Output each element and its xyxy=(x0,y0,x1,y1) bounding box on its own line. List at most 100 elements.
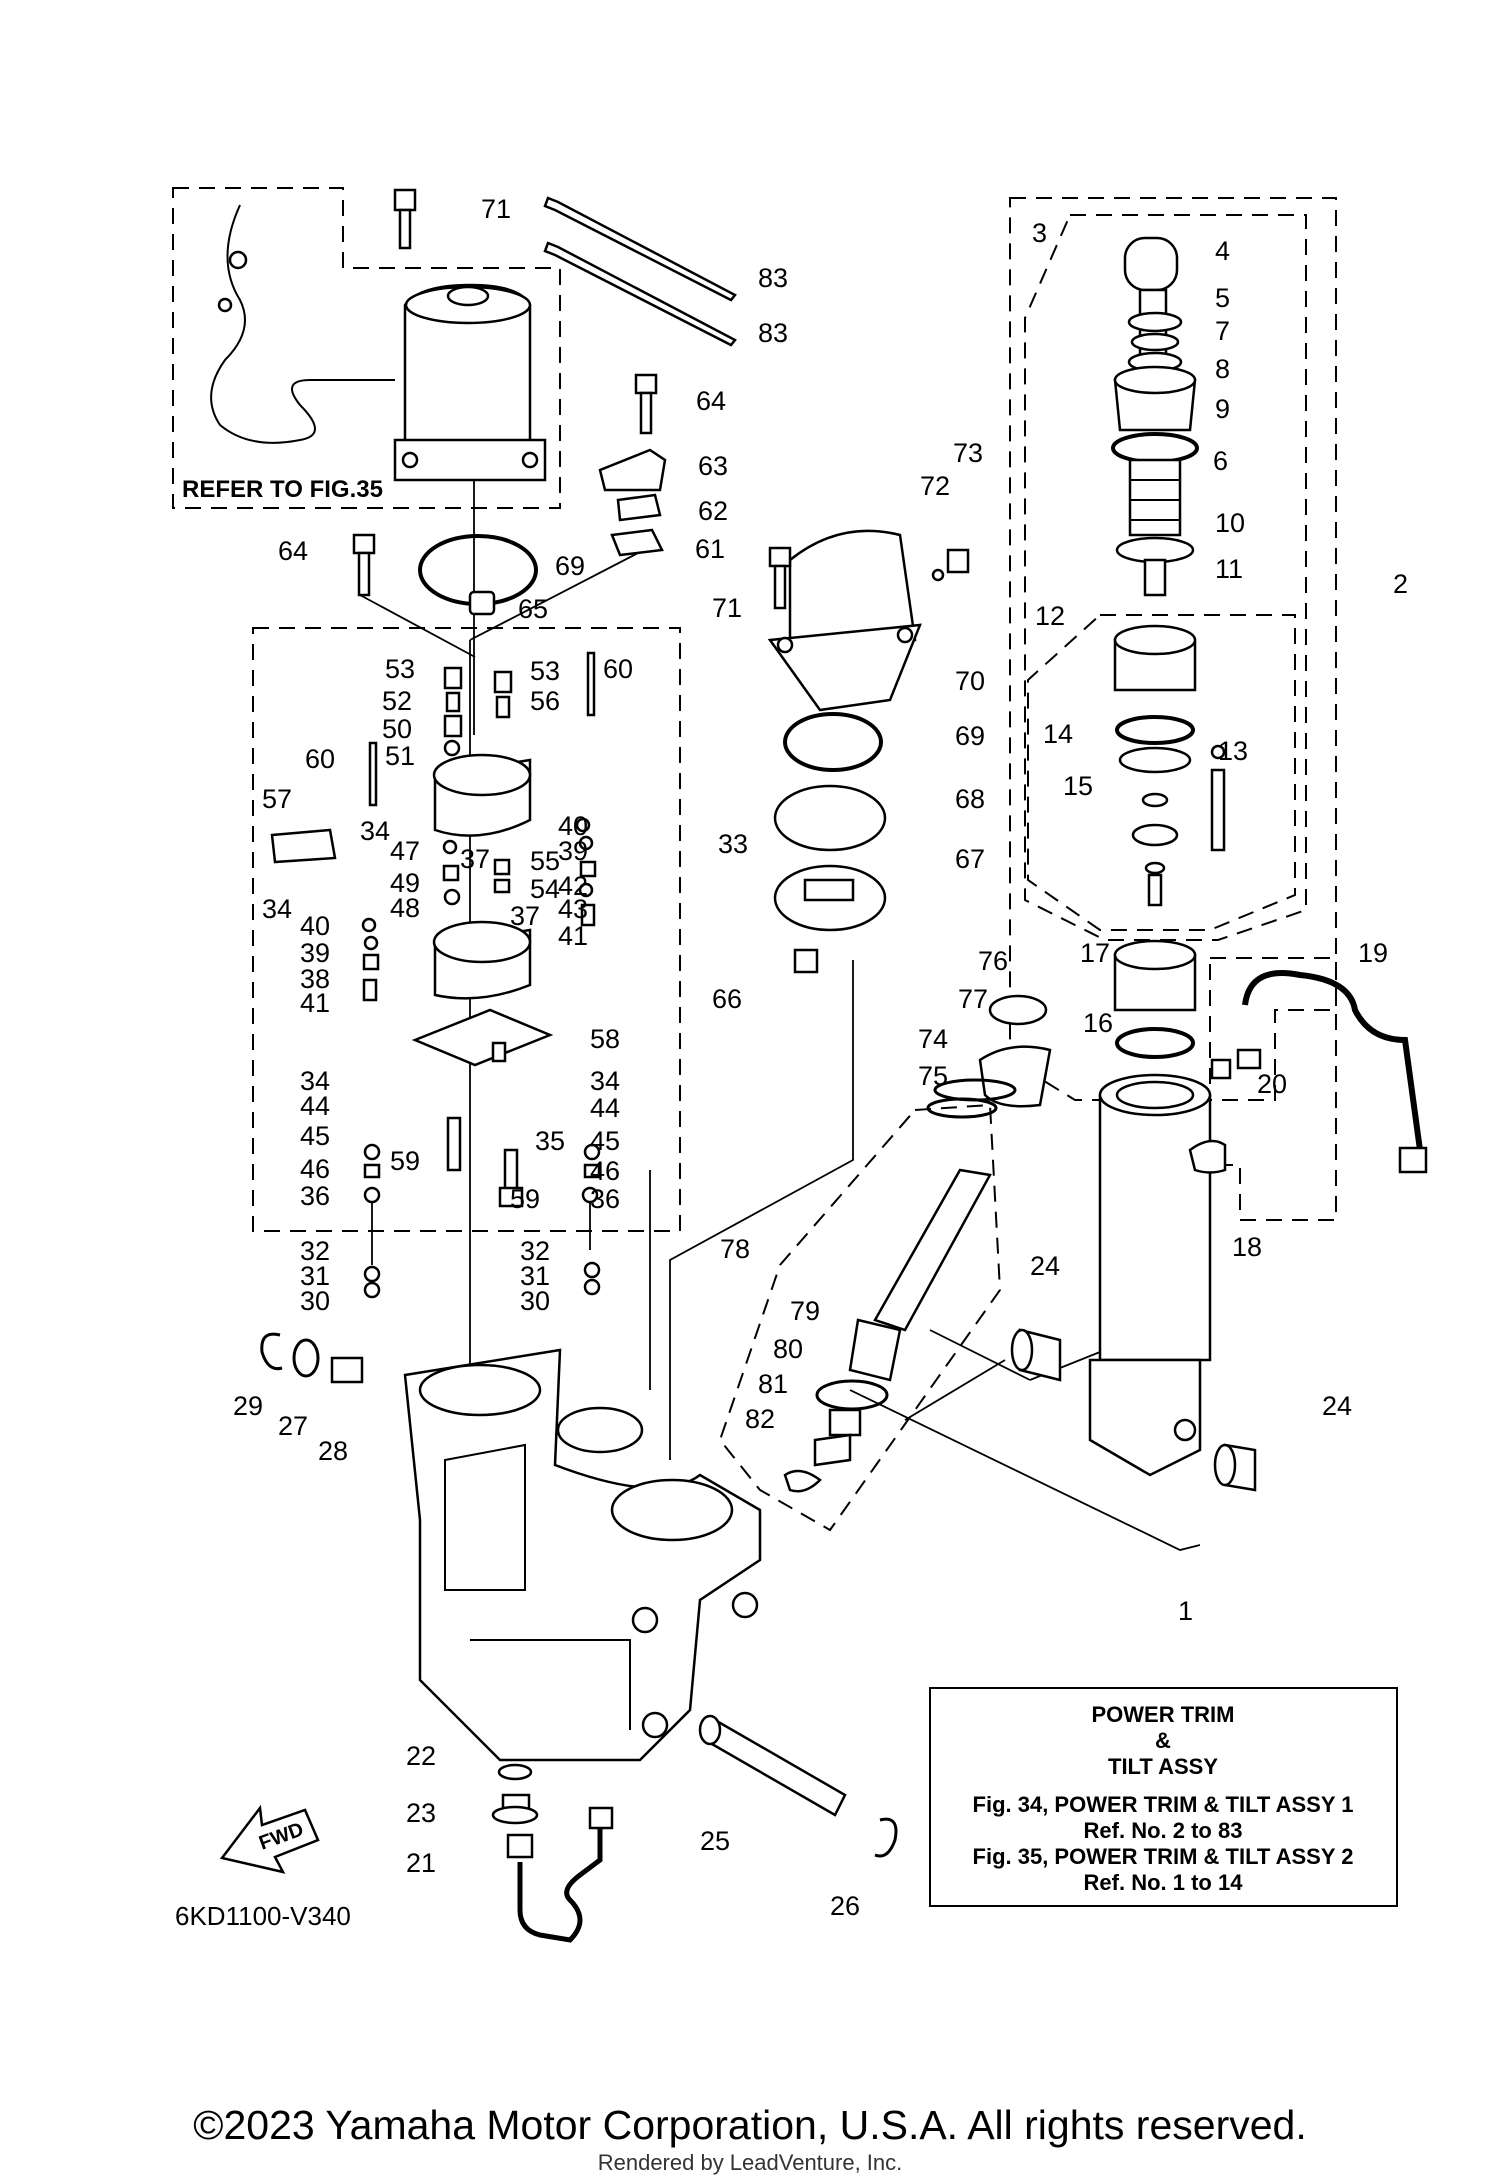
callout-62: 62 xyxy=(698,496,728,526)
o-ring-16 xyxy=(1115,1027,1195,1059)
connector-group-box xyxy=(1209,957,1337,1221)
bolt-71-right xyxy=(768,546,792,610)
info-box-fig34: Fig. 34, POWER TRIM & TILT ASSY 1 xyxy=(973,1792,1354,1817)
callout-38: 38 xyxy=(300,964,330,994)
callout-49: 49 xyxy=(390,868,420,898)
info-box-title: POWER TRIM xyxy=(1092,1702,1235,1727)
pump-body xyxy=(403,1348,762,1762)
callout-31: 31 xyxy=(520,1261,550,1291)
callout-80: 80 xyxy=(773,1334,803,1364)
rendered-by-note: Rendered by LeadVenture, Inc. xyxy=(597,2150,903,2175)
callout-75: 75 xyxy=(918,1061,948,1091)
callout-34: 34 xyxy=(360,816,390,846)
callout-52: 52 xyxy=(382,686,412,716)
callout-34: 34 xyxy=(590,1066,620,1096)
bushing-24-left xyxy=(1010,1328,1062,1382)
callout-59: 59 xyxy=(390,1146,420,1176)
callout-14: 14 xyxy=(1043,719,1073,749)
callout-8: 8 xyxy=(1215,354,1230,384)
callout-28: 28 xyxy=(318,1436,348,1466)
callout-17: 17 xyxy=(1080,938,1110,968)
callout-39: 39 xyxy=(558,836,588,866)
callout-31: 31 xyxy=(300,1261,330,1291)
callout-59: 59 xyxy=(510,1184,540,1214)
bolt-64-right xyxy=(634,373,658,435)
callout-70: 70 xyxy=(955,666,985,696)
fitting-23 xyxy=(491,1793,539,1825)
callout-16: 16 xyxy=(1083,1008,1113,1038)
o-ring-72 xyxy=(931,568,945,582)
callout-40: 40 xyxy=(558,811,588,841)
callout-30: 30 xyxy=(300,1286,330,1316)
callout-72: 72 xyxy=(920,471,950,501)
callout-27: 27 xyxy=(278,1411,308,1441)
plate-63 xyxy=(598,448,667,492)
callout-42: 42 xyxy=(558,871,588,901)
callout-34: 34 xyxy=(300,1066,330,1096)
callout-26: 26 xyxy=(830,1891,860,1921)
circlip-26 xyxy=(874,1817,898,1858)
callout-47: 47 xyxy=(390,836,420,866)
callout-66: 66 xyxy=(712,984,742,1014)
callout-69: 69 xyxy=(555,551,585,581)
callout-46: 46 xyxy=(300,1154,330,1184)
cylinder-18 xyxy=(1088,1073,1227,1477)
valve-body-middle xyxy=(432,920,532,1000)
copyright-notice: ©2023 Yamaha Motor Corporation, U.S.A. A… xyxy=(193,2102,1307,2148)
hose-19 xyxy=(1236,970,1428,1174)
callout-64: 64 xyxy=(278,536,308,566)
pin-25 xyxy=(698,1714,847,1817)
callout-18: 18 xyxy=(1232,1232,1262,1262)
callout-73: 73 xyxy=(953,438,983,468)
callout-6: 6 xyxy=(1213,446,1228,476)
callout-74: 74 xyxy=(918,1024,948,1054)
callout-29: 29 xyxy=(233,1391,263,1421)
callout-55: 55 xyxy=(530,846,560,876)
circlip-29 xyxy=(260,1332,283,1371)
hose-21 xyxy=(506,1806,614,1943)
callout-69: 69 xyxy=(955,721,985,751)
plug-66 xyxy=(793,948,819,974)
callout-44: 44 xyxy=(590,1093,620,1123)
valve-body-upper xyxy=(432,753,532,837)
info-box-fig35-ref: Ref. No. 1 to 14 xyxy=(1084,1870,1244,1895)
callout-56: 56 xyxy=(530,686,560,716)
callout-25: 25 xyxy=(700,1826,730,1856)
callout-60: 60 xyxy=(603,654,633,684)
callout-5: 5 xyxy=(1215,283,1230,313)
callout-61: 61 xyxy=(695,534,725,564)
tube-78-assembly xyxy=(783,994,1052,1493)
callout-58: 58 xyxy=(590,1024,620,1054)
callout-10: 10 xyxy=(1215,508,1245,538)
callout-71: 71 xyxy=(712,593,742,623)
callout-39: 39 xyxy=(300,938,330,968)
motor-group-box xyxy=(172,187,561,509)
callout-76: 76 xyxy=(978,946,1008,976)
callout-9: 9 xyxy=(1215,394,1230,424)
seal-61 xyxy=(610,528,664,557)
callout-57: 57 xyxy=(262,784,292,814)
callout-32: 32 xyxy=(300,1236,330,1266)
callout-24: 24 xyxy=(1322,1391,1352,1421)
callout-77: 77 xyxy=(958,984,988,1014)
info-box-fig34-ref: Ref. No. 2 to 83 xyxy=(1084,1818,1243,1843)
plug-73 xyxy=(946,548,970,574)
o-ring-27 xyxy=(292,1338,320,1378)
filter-plate-67 xyxy=(773,864,887,932)
callout-33: 33 xyxy=(718,829,748,859)
callout-54: 54 xyxy=(530,874,560,904)
callout-71: 71 xyxy=(481,194,511,224)
valve-group-box-33 xyxy=(252,627,681,1232)
callout-40: 40 xyxy=(300,911,330,941)
callout-50: 50 xyxy=(382,714,412,744)
callout-4: 4 xyxy=(1215,236,1230,266)
cable-ties-83 xyxy=(543,196,737,347)
gasket-68 xyxy=(773,784,887,852)
callout-53: 53 xyxy=(385,654,415,684)
callout-79: 79 xyxy=(790,1296,820,1326)
callout-2: 2 xyxy=(1393,569,1408,599)
callout-60: 60 xyxy=(305,744,335,774)
callout-1: 1 xyxy=(1178,1596,1193,1626)
callout-36: 36 xyxy=(590,1184,620,1214)
